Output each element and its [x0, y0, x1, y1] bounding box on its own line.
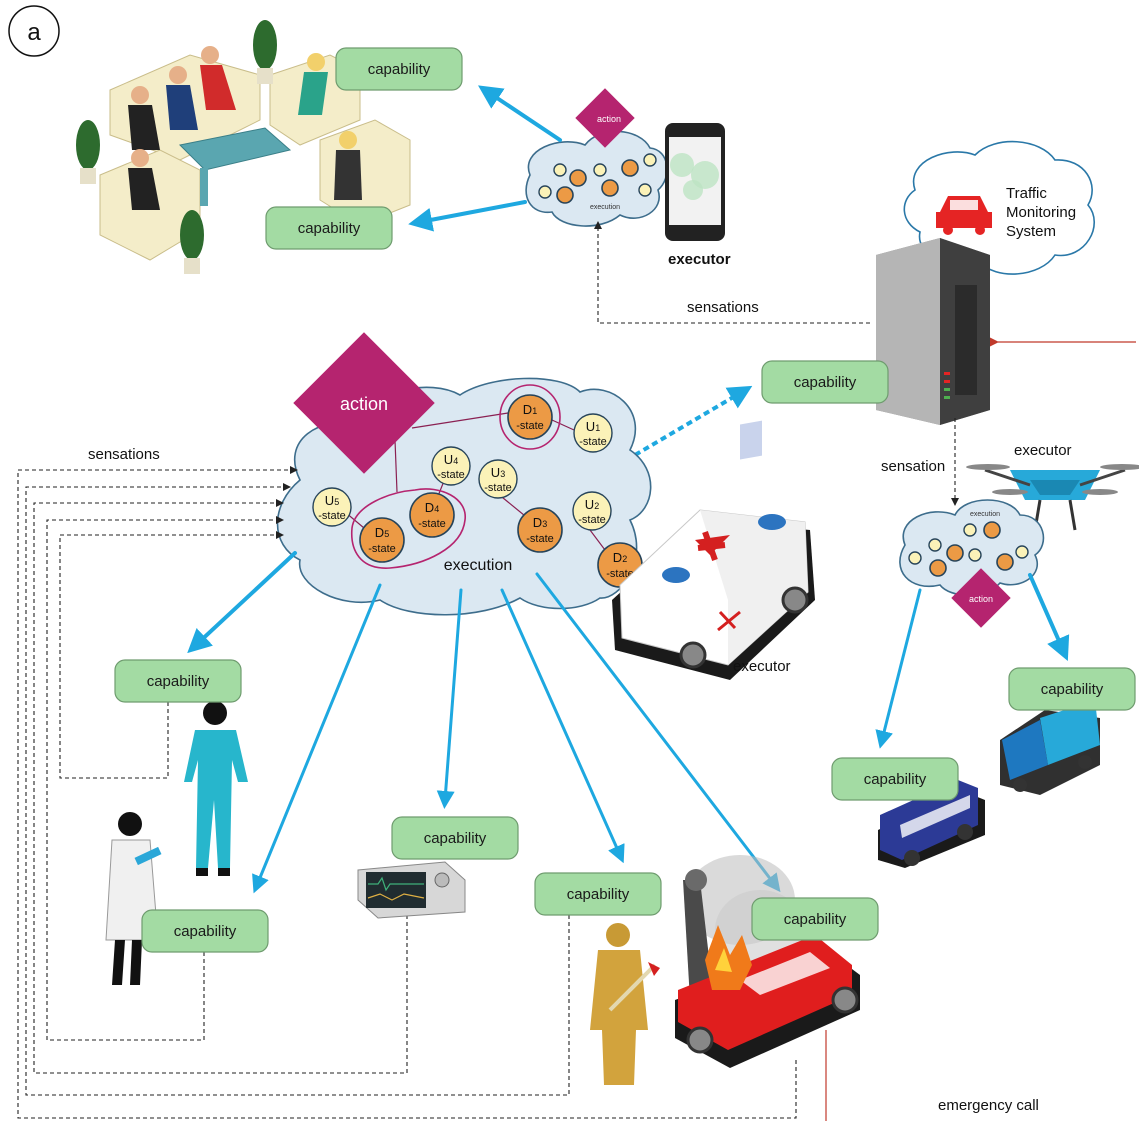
node-d3: D3 -state [517, 507, 563, 553]
capability-box-bus: capability [831, 757, 959, 801]
svg-text:capability: capability [567, 886, 630, 903]
firefighter-silhouette [590, 923, 660, 1085]
node-d4: D4 -state [409, 492, 455, 538]
executor-label-phone: executor [668, 251, 731, 268]
node-u1: U1 -state [573, 413, 613, 453]
svg-text:capability: capability [794, 374, 857, 391]
nurse-silhouette [184, 701, 248, 876]
capability-box-lounge-top: capability [335, 47, 463, 91]
svg-text:capability: capability [1041, 681, 1104, 698]
central-capability-arrows [187, 551, 781, 894]
node-u2: U2 -state [572, 491, 612, 531]
capability-box-truck: capability [1008, 667, 1136, 711]
bus-icon [878, 780, 985, 868]
sensations-label-left: sensations [88, 446, 160, 463]
svg-text:execution: execution [590, 204, 620, 211]
node-u3: U3 -state [478, 459, 518, 499]
svg-text:D4: D4 [425, 500, 439, 515]
svg-text:capability: capability [147, 673, 210, 690]
svg-text:capability: capability [298, 220, 361, 237]
svg-text:-state: -state [578, 514, 606, 526]
mini-execution-cloud-top: execution [525, 130, 668, 227]
svg-text:action: action [597, 114, 621, 124]
lounge-people-illustration [76, 20, 411, 274]
capability-box-lounge-bottom: capability [265, 206, 393, 250]
mini-action-diamond-right: action [951, 568, 1011, 628]
phone-executor-icon [665, 123, 725, 241]
svg-text:-state: -state [606, 568, 634, 580]
traffic-system-line1: Traffic [1006, 185, 1047, 202]
node-d5: D5 -state [359, 517, 405, 563]
arrow-cloud-to-lounge-top [478, 85, 562, 142]
arrow-cloud-to-server-capability [633, 385, 753, 457]
capability-box-monitor: capability [391, 816, 519, 860]
node-u4: U4 -state [431, 446, 471, 486]
server-icon [876, 238, 990, 425]
svg-text:action: action [340, 394, 388, 414]
svg-text:execution: execution [444, 557, 513, 574]
traffic-system-line2: Monitoring [1006, 204, 1076, 221]
sensations-feedback-lines [17, 466, 797, 1119]
svg-text:capability: capability [368, 61, 431, 78]
svg-text:-state: -state [318, 510, 346, 522]
svg-text:-state: -state [579, 436, 607, 448]
capability-box-firefighter: capability [534, 872, 662, 916]
svg-text:D1: D1 [523, 402, 537, 417]
svg-text:capability: capability [174, 923, 237, 940]
mini-action-diamond-top: action [575, 88, 635, 148]
svg-text:-state: -state [484, 482, 512, 494]
svg-text:U1: U1 [586, 419, 600, 434]
svg-text:a: a [27, 19, 41, 46]
doctor-silhouette [105, 812, 162, 985]
mini-execution-cloud-right: execution [899, 499, 1045, 596]
svg-text:-state: -state [437, 469, 465, 481]
drone-executor-icon [966, 464, 1139, 531]
group-outline-d4-d5 [350, 488, 466, 569]
svg-text:capability: capability [784, 911, 847, 928]
svg-text:U4: U4 [444, 452, 458, 467]
svg-text:-state: -state [526, 533, 554, 545]
svg-text:execution: execution [970, 511, 1000, 518]
svg-text:D3: D3 [533, 515, 547, 530]
svg-text:U5: U5 [325, 493, 339, 508]
arrow-cloud-to-lounge-bottom [408, 200, 527, 232]
svg-text:U3: U3 [491, 465, 505, 480]
traffic-system-line3: System [1006, 223, 1056, 240]
svg-text:D2: D2 [613, 550, 627, 565]
sensation-label-right: sensation [881, 458, 945, 475]
capability-box-nurse: capability [114, 659, 242, 703]
svg-text:capability: capability [864, 771, 927, 788]
ambulance-executor-icon [612, 420, 815, 680]
node-d1: D1 -state [507, 394, 553, 440]
burning-car-scene [675, 855, 860, 1068]
car-icon-red [936, 196, 992, 235]
svg-text:action: action [969, 594, 993, 604]
svg-text:D5: D5 [375, 525, 389, 540]
svg-text:U2: U2 [585, 497, 599, 512]
action-diamond-central: action [293, 332, 435, 474]
node-u5: U5 -state [312, 487, 352, 527]
capability-box-doctor: capability [141, 909, 269, 953]
arrow-right-cloud-to-truck [1028, 573, 1070, 661]
truck-icon [1000, 700, 1100, 795]
executor-label-drone: executor [1014, 442, 1072, 459]
group-outline-d1 [499, 384, 561, 450]
arrow-right-cloud-to-bus [875, 588, 922, 749]
capability-box-server: capability [761, 360, 889, 404]
executor-label-ambulance: executor [733, 658, 791, 675]
svg-text:-state: -state [368, 543, 396, 555]
patient-monitor-icon [357, 861, 466, 919]
svg-text:capability: capability [424, 830, 487, 847]
svg-text:-state: -state [516, 420, 544, 432]
sensations-dashed-server-to-top-cloud [594, 221, 870, 324]
sensations-label-top: sensations [687, 299, 759, 316]
emergency-call-label: emergency call [938, 1097, 1039, 1114]
svg-text:-state: -state [418, 518, 446, 530]
panel-label: a [8, 5, 60, 57]
capability-box-car: capability [751, 897, 879, 941]
